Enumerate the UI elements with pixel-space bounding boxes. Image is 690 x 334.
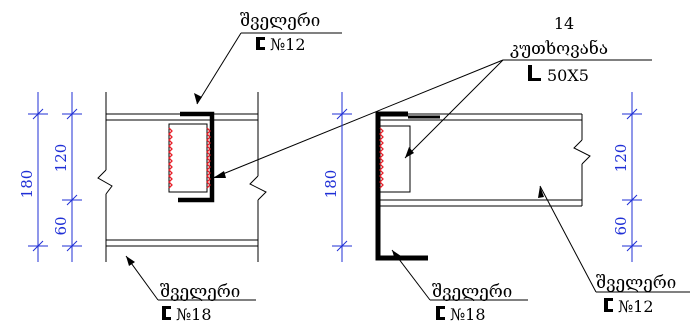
leader-lines	[125, 32, 690, 301]
angle-profile: 50X5	[547, 66, 589, 85]
right-beam-break	[573, 139, 591, 165]
dim-left-total: 180	[18, 170, 36, 199]
channel-section-icon	[604, 298, 613, 301]
left-weld	[168, 127, 211, 189]
angle-count: 14	[554, 14, 574, 33]
right-detail	[379, 113, 591, 207]
left-detail	[97, 92, 267, 262]
channel-section-icon	[162, 317, 171, 320]
dim-right-upper: 120	[612, 144, 630, 173]
bottom-left-channel-word: შველერი	[160, 282, 240, 302]
channel-section-icon	[256, 37, 260, 50]
bottom-middle-channel-word: შველერი	[432, 282, 512, 302]
angle-word: კუთხოვანა	[510, 39, 608, 59]
right-break-mark	[249, 175, 267, 201]
left-channel-section	[178, 111, 215, 203]
dim-middle-total: 180	[322, 170, 340, 199]
right-angle-plate	[379, 125, 411, 193]
top-channel-profile: №12	[270, 35, 306, 54]
channel-section-icon	[436, 306, 445, 309]
left-break-mark	[97, 169, 113, 195]
channel-section-icon	[604, 309, 613, 312]
dimension-labels: 180 120 60 180 120 60	[18, 144, 630, 236]
leader-arrows	[126, 93, 544, 266]
bottom-left-channel-profile: №18	[176, 305, 212, 324]
channel-section-icon	[256, 37, 265, 40]
angle-section-icon	[528, 78, 541, 81]
channel-section-icon	[604, 298, 608, 312]
channel-section-icon	[256, 47, 265, 50]
angle-section-icon	[528, 65, 532, 81]
right-channel-section	[375, 111, 428, 261]
top-channel-word: შველერი	[240, 11, 320, 31]
dim-right-lower: 60	[612, 216, 630, 235]
bottom-right-channel-word: შველერი	[596, 273, 676, 293]
right-weld	[379, 127, 384, 189]
bottom-right-label-clip: შველერი	[596, 273, 676, 293]
channel-section-icon	[436, 317, 445, 320]
channel-section-icon	[162, 306, 171, 309]
left-angle-plate	[168, 123, 208, 193]
dim-left-upper: 120	[52, 144, 70, 173]
channel-section-icon	[162, 306, 166, 320]
dimension-lines	[28, 92, 642, 262]
dim-left-lower: 60	[52, 216, 70, 235]
bottom-right-channel-profile: №12	[618, 297, 654, 316]
channel-section-icon	[436, 306, 440, 320]
bottom-middle-channel-profile: №18	[450, 305, 486, 324]
